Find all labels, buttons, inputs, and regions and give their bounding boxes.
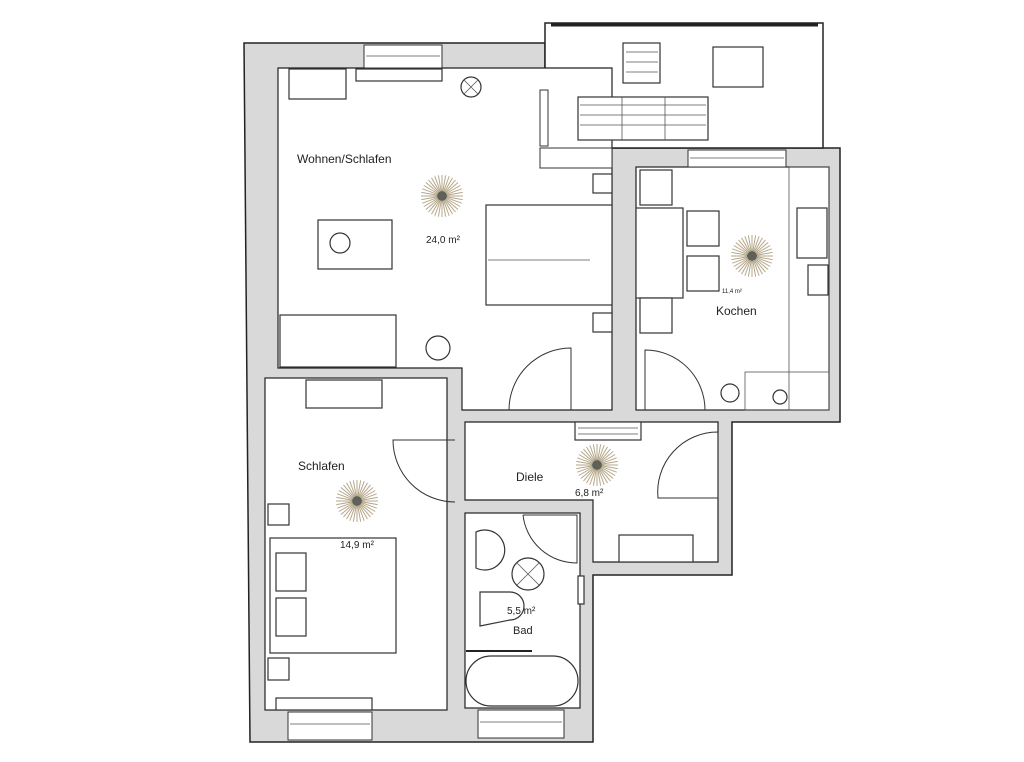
windows (287, 44, 787, 741)
lamp-icon (576, 444, 618, 486)
room-label-schlafen: Schlafen (298, 459, 345, 473)
furniture (267, 42, 830, 711)
room-area-diele: 6,8 m² (575, 488, 604, 499)
room-label-kochen: Kochen (716, 304, 757, 318)
room-label-wohnen: Wohnen/Schlafen (297, 152, 392, 166)
room-area-kochen: 11,4 m² (722, 289, 742, 295)
room-area-wohnen: 24,0 m² (426, 235, 461, 246)
room-area-schlafen: 14,9 m² (340, 540, 375, 551)
lamp-icon (336, 480, 378, 522)
room-area-bad: 5,5 m² (507, 606, 536, 617)
ceiling-lamps (336, 175, 773, 522)
lamp-icon (421, 175, 463, 217)
room-label-diele: Diele (516, 470, 544, 484)
room-label-bad: Bad (513, 625, 533, 637)
doors (392, 347, 719, 564)
room-diele (464, 421, 719, 563)
lamp-icon (731, 235, 773, 277)
